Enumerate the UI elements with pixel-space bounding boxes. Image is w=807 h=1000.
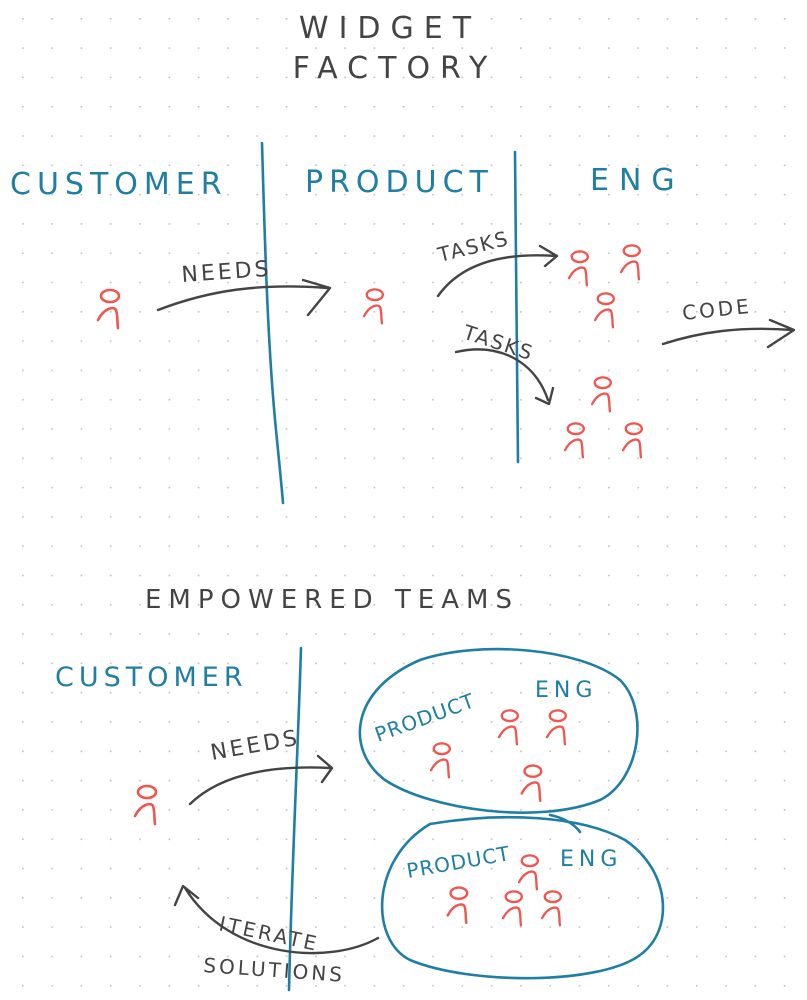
empowered-customer: CUSTOMER <box>55 662 248 693</box>
arrow-needs-empowered <box>188 754 334 806</box>
arrow-iterate <box>173 884 380 955</box>
arrow-needs <box>156 278 332 317</box>
title-line2: FACTORY <box>293 51 498 86</box>
arrow-tasks-2 <box>454 348 555 406</box>
title-line1: WIDGET <box>299 11 481 46</box>
empowered-title: EMPOWERED TEAMS <box>145 585 519 615</box>
column-customer: CUSTOMER <box>10 167 228 202</box>
team-1-boundary <box>358 647 639 814</box>
column-eng: ENG <box>590 163 685 198</box>
team-2-eng: ENG <box>560 847 622 872</box>
arrow-code <box>661 318 796 349</box>
column-product: PRODUCT <box>305 165 494 200</box>
divider-product-eng <box>513 150 520 464</box>
team-1-eng: ENG <box>535 678 597 703</box>
divider-customer-product <box>260 141 285 505</box>
arrow-tasks-1 <box>436 244 559 298</box>
team-2-boundary <box>380 813 665 980</box>
divider-empowered <box>287 646 303 992</box>
